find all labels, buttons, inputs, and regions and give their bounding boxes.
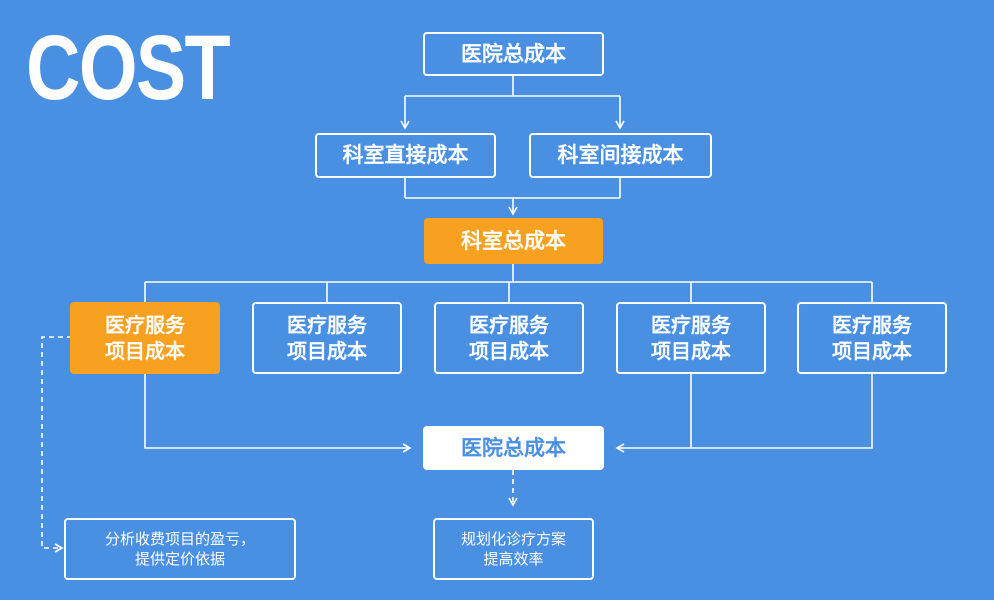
- note-line2: 提供定价依据: [134, 550, 225, 568]
- service-item-line2: 项目成本: [651, 339, 731, 363]
- node-hospital-total-bottom: 医院总成本: [423, 426, 604, 470]
- node-service-item-1: 医疗服务 项目成本: [70, 302, 220, 374]
- service-item-line2: 项目成本: [469, 339, 549, 363]
- service-item-line1: 医疗服务: [469, 313, 549, 337]
- service-item-line1: 医疗服务: [651, 313, 731, 337]
- node-dept-total-cost: 科室总成本: [424, 218, 603, 264]
- node-hospital-total-top: 医院总成本: [423, 32, 604, 76]
- note-line1: 分析收费项目的盈亏，: [104, 529, 255, 548]
- service-item-line1: 医疗服务: [832, 313, 912, 337]
- node-service-item-2: 医疗服务 项目成本: [252, 302, 402, 374]
- service-item-line2: 项目成本: [105, 339, 185, 363]
- node-service-item-4: 医疗服务 项目成本: [616, 302, 766, 374]
- note-efficiency: 规划化诊疗方案 提高效率: [433, 518, 594, 580]
- page-title: COST: [26, 17, 231, 119]
- dashed-arrow-to-note-left: [41, 336, 72, 553]
- note-line2: 提高效率: [483, 550, 544, 568]
- node-service-item-5: 医疗服务 项目成本: [797, 302, 947, 374]
- service-item-line1: 医疗服务: [105, 313, 185, 337]
- note-line1: 规划化诊疗方案: [460, 529, 566, 548]
- service-item-line1: 医疗服务: [287, 313, 367, 337]
- node-service-item-3: 医疗服务 项目成本: [434, 302, 584, 374]
- service-item-line2: 项目成本: [832, 339, 912, 363]
- note-pricing-basis: 分析收费项目的盈亏， 提供定价依据: [64, 518, 296, 580]
- service-item-line2: 项目成本: [287, 339, 367, 363]
- node-dept-direct-cost: 科室直接成本: [315, 133, 496, 178]
- arrow-left-to-total: [144, 374, 412, 453]
- arrow-right-to-total: [615, 374, 873, 453]
- node-dept-indirect-cost: 科室间接成本: [529, 133, 712, 178]
